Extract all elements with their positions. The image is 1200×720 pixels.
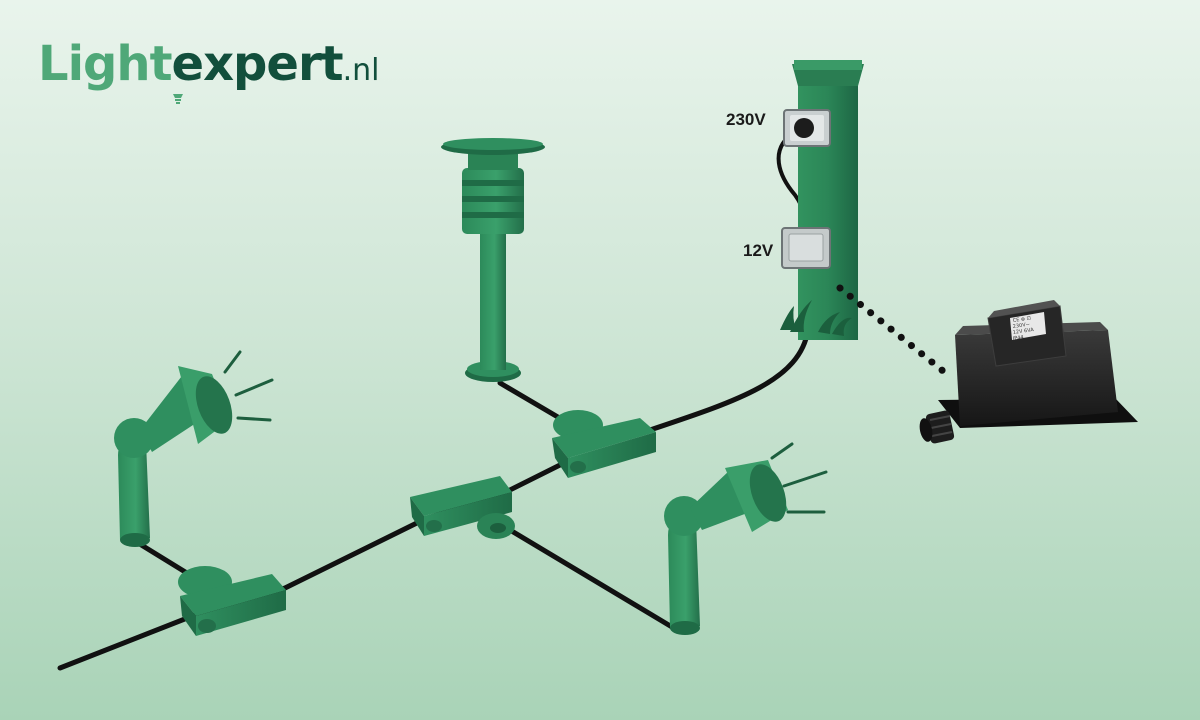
main-cable [57, 457, 573, 671]
transformer: CE ⊕ ⊡ 230V~ 12V 6VA IP44 [919, 300, 1138, 444]
cables [57, 132, 813, 671]
voltage-label-230v: 230V [726, 110, 766, 129]
connector-box-top [552, 410, 656, 478]
brand-logo: Lightexpert.nl [38, 36, 379, 106]
connector-box-left [178, 566, 286, 636]
light-rays-icon [223, 350, 274, 422]
junction-12v [781, 227, 831, 269]
bollard-lamp [441, 138, 545, 382]
brand-logo-part2: expert [171, 36, 344, 92]
dotted-link [836, 284, 952, 379]
spot-lamp-left [114, 350, 274, 547]
light-rays-icon [770, 442, 828, 514]
transformer-label-line: IP44 [1012, 335, 1024, 342]
connector-box-center [410, 476, 515, 539]
grass-icon [780, 300, 852, 336]
power-post [780, 60, 864, 340]
voltage-label-12v: 12V [743, 241, 774, 260]
supply-cable [647, 267, 813, 433]
bulb-icon [173, 94, 183, 104]
transformer-label-line: CE ⊕ ⊡ [1012, 316, 1031, 324]
brand-logo-tld: .nl [342, 53, 380, 88]
transformer-label-line: 230V~ [1012, 322, 1030, 330]
transformer-label-line: 12V 6VA [1012, 327, 1034, 336]
spot-right-cable [502, 524, 675, 630]
bollard-cable [497, 380, 571, 426]
brand-logo-part1: Light [38, 36, 173, 92]
spot-lamp-right [664, 442, 828, 635]
plug-icon [794, 118, 814, 138]
socket-230v [783, 109, 831, 147]
